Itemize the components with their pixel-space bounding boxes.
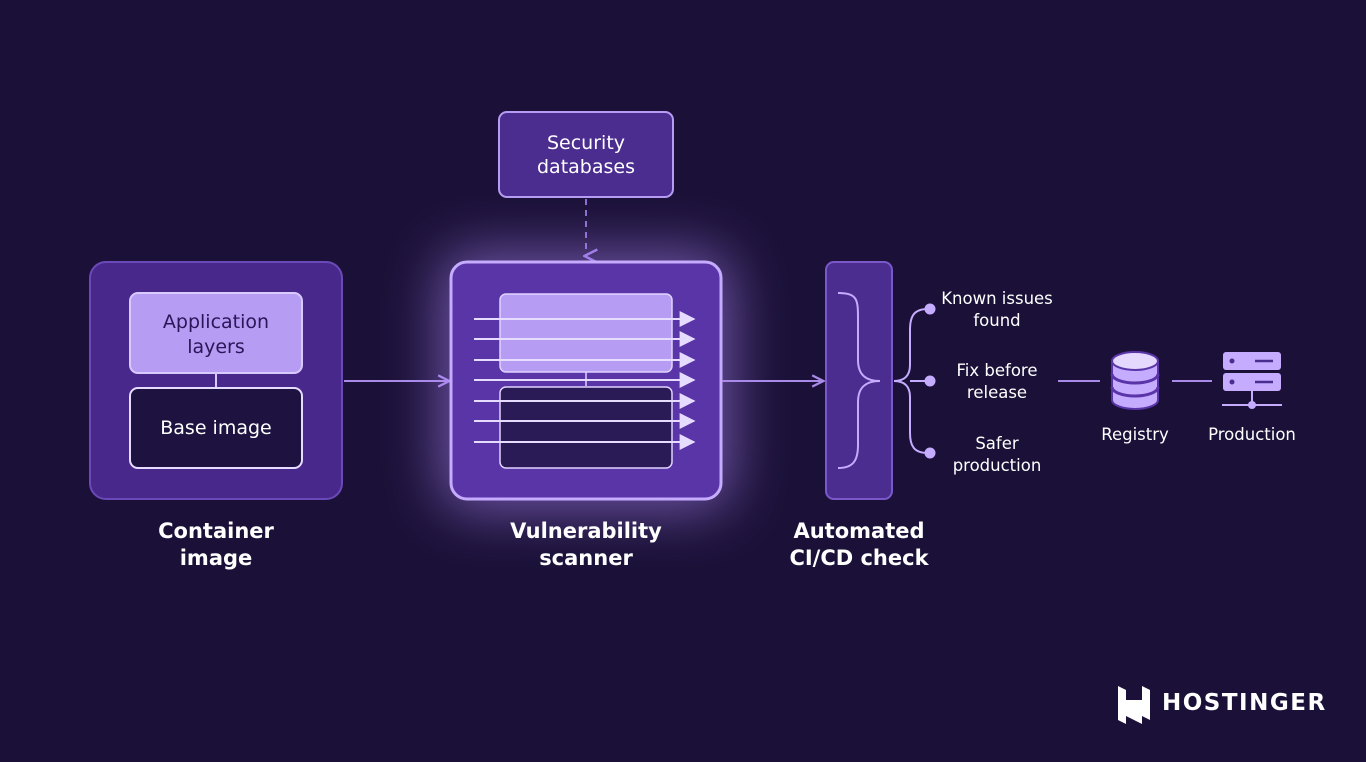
application-layers-label: Application layers — [162, 311, 270, 358]
cicd-brace — [837, 292, 881, 469]
scanned-base-layer — [499, 386, 673, 469]
base-image-label: Base image — [160, 417, 272, 439]
outcome-known-issues: Known issues found — [941, 289, 1053, 330]
outcome-dot-fix — [924, 375, 936, 387]
vulnerability-scanner-caption: Vulnerability scanner — [510, 519, 662, 570]
hostinger-logo-icon — [1118, 686, 1150, 724]
security-databases-label: Security databases — [537, 132, 635, 178]
cicd-check-box — [825, 261, 893, 500]
brand-name: HOSTINGER — [1162, 690, 1327, 716]
container-image-caption: Container image — [158, 519, 274, 570]
server-icon — [1222, 352, 1282, 409]
cicd-check-caption: Automated CI/CD check — [789, 519, 929, 570]
base-image-box — [129, 387, 303, 469]
registry-label: Registry — [1101, 425, 1169, 444]
database-icon — [1110, 351, 1160, 410]
outcome-dot-known — [924, 303, 936, 315]
outcome-dot-safer — [924, 447, 936, 459]
scan-beams — [474, 311, 696, 450]
security-databases-box — [498, 111, 674, 198]
outcome-brace — [893, 308, 929, 454]
outcome-fix-before-release: Fix before release — [956, 361, 1038, 402]
production-label: Production — [1208, 425, 1296, 444]
outcome-safer-production: Safer production — [952, 434, 1042, 475]
